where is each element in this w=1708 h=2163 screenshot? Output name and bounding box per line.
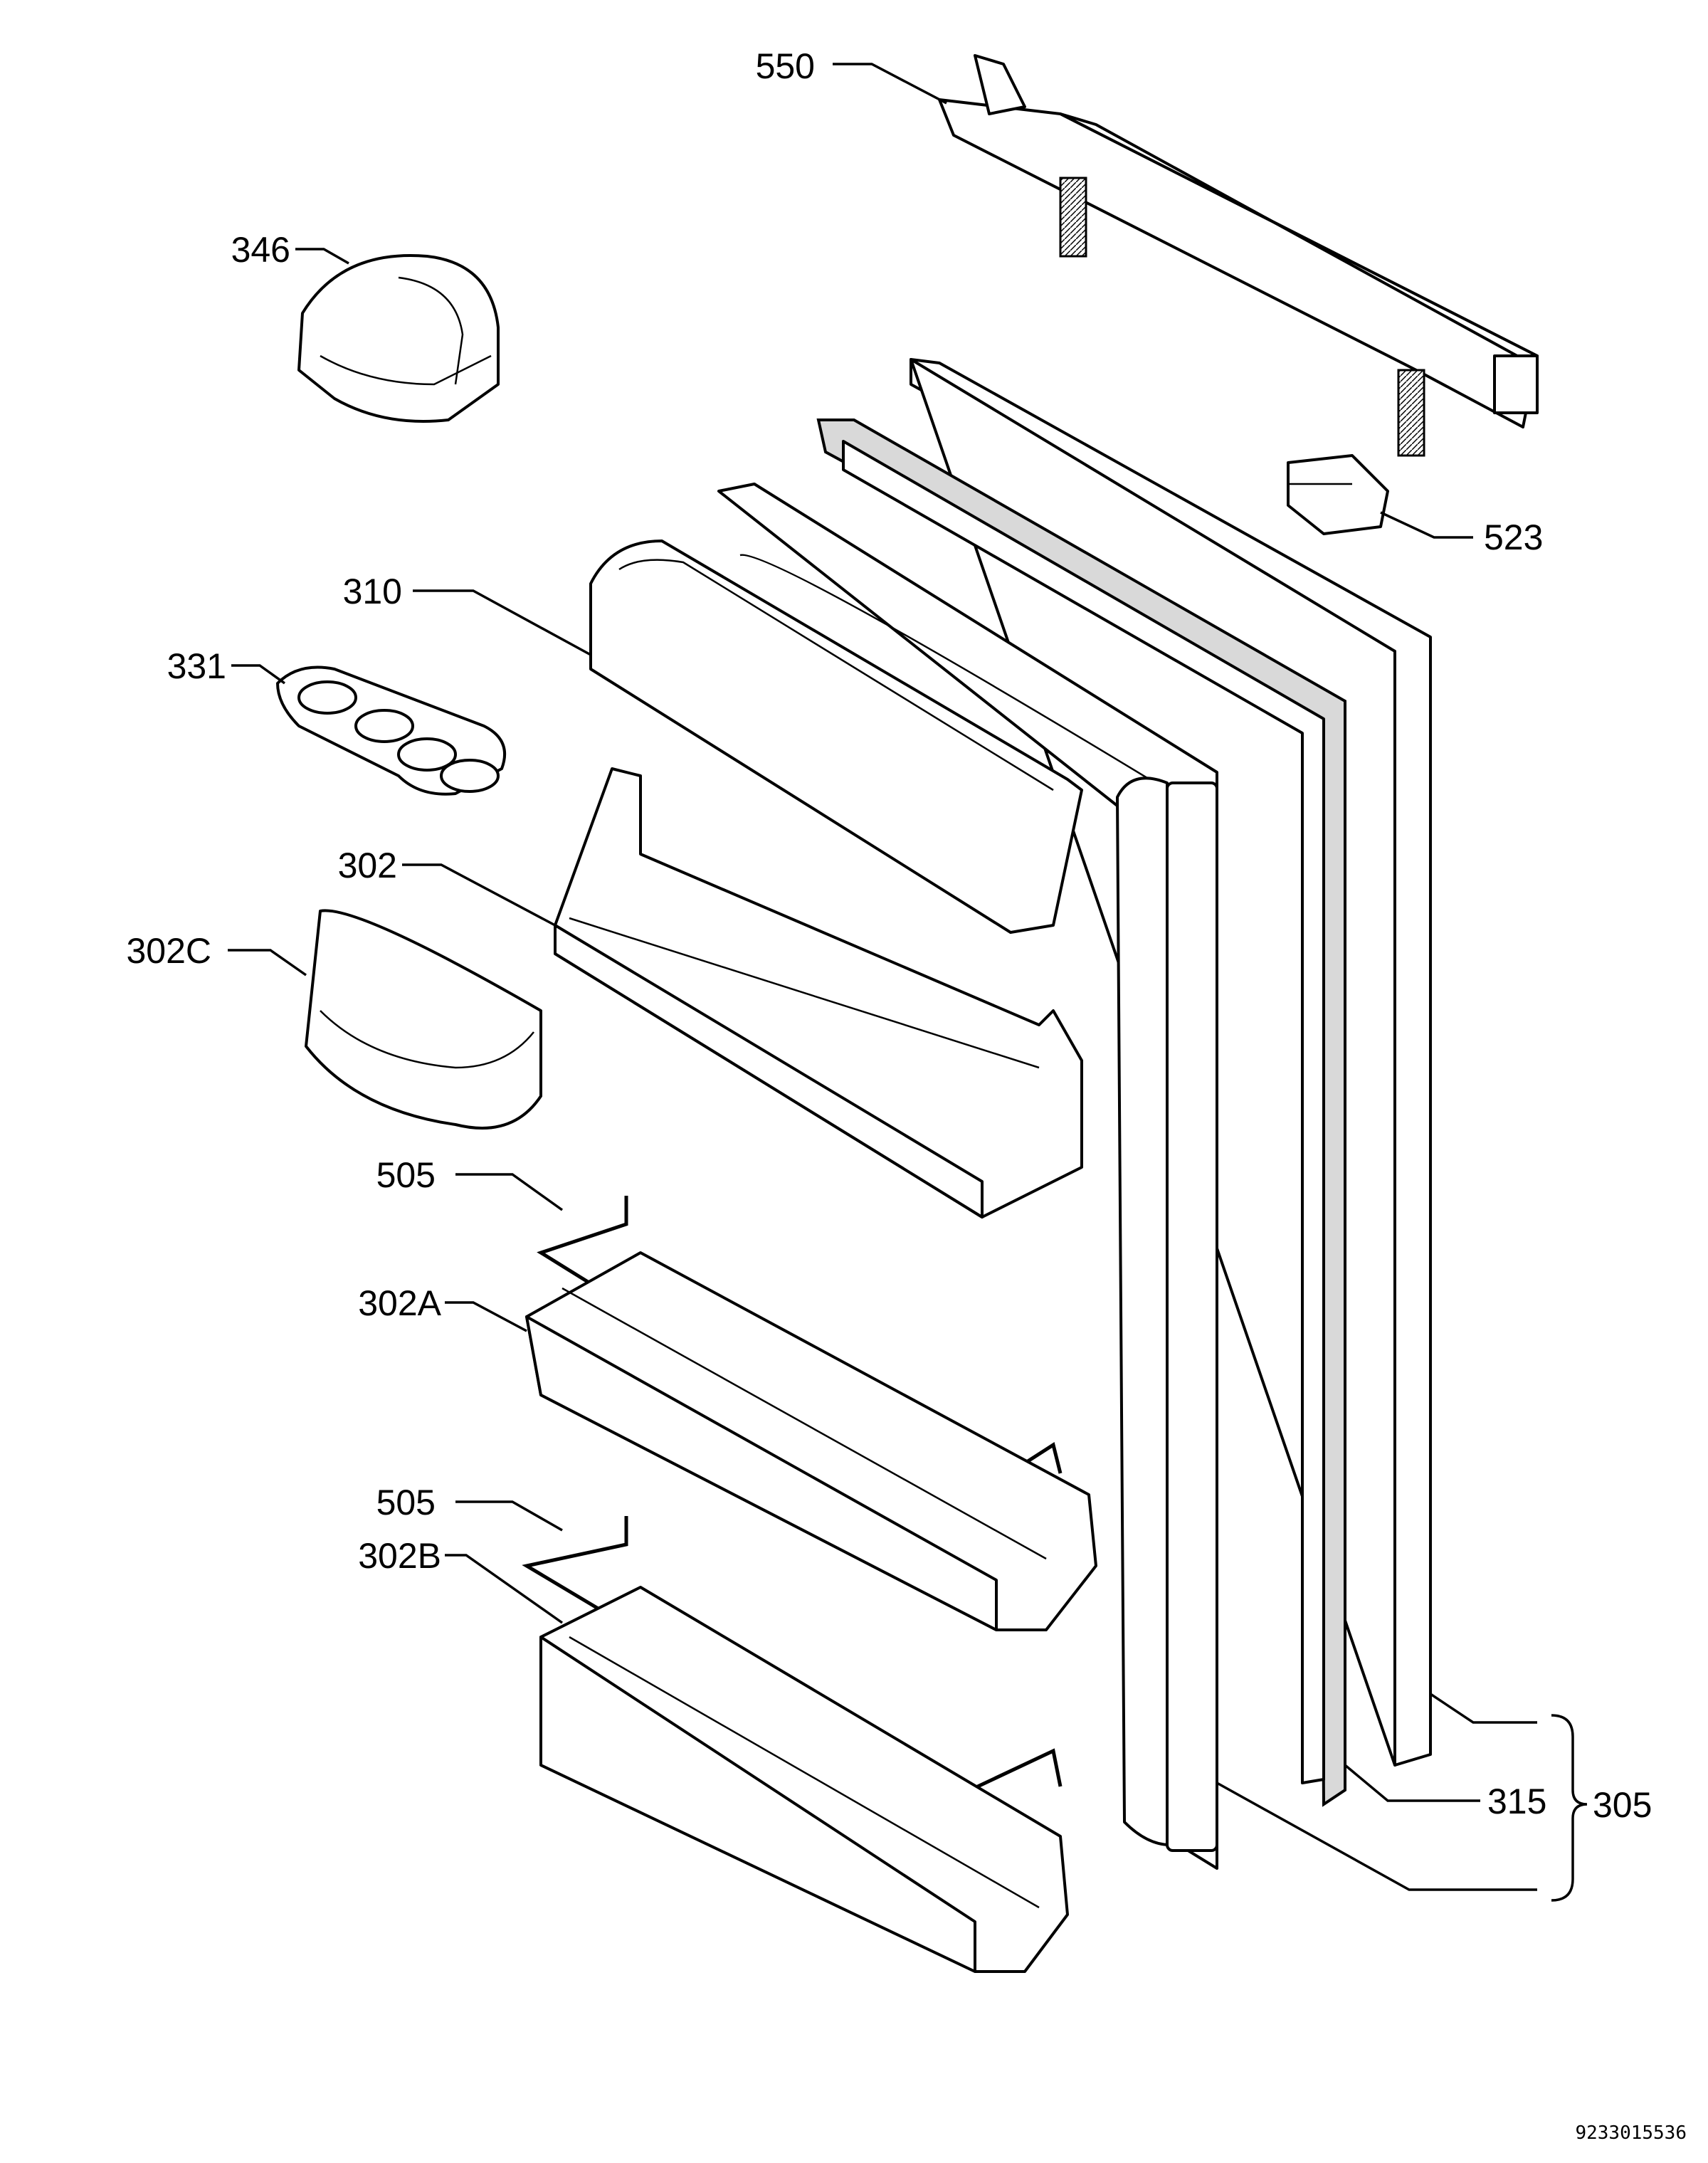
door-front-frame	[1116, 777, 1218, 1852]
label-523: 523	[1484, 517, 1543, 557]
label-505-lower: 505	[376, 1483, 436, 1522]
door-shelf-part-302b	[539, 1586, 1069, 1973]
label-505-upper: 505	[376, 1155, 436, 1195]
label-346: 346	[231, 230, 290, 270]
door-gasket-frame	[816, 419, 1346, 1807]
label-315: 315	[1487, 1782, 1546, 1821]
part-labels: 550 346 523 310 331 302 302C 505 302A 50…	[126, 46, 1687, 2144]
label-302: 302	[338, 846, 397, 885]
label-550: 550	[756, 46, 815, 86]
document-id: 9233015536	[1575, 2122, 1687, 2144]
label-302a: 302A	[358, 1283, 441, 1323]
egg-tray-part-331	[276, 665, 506, 796]
label-302c: 302C	[126, 931, 211, 971]
dairy-cover-part-346	[297, 254, 500, 423]
leader-lines	[228, 63, 1588, 1902]
label-331: 331	[167, 646, 226, 686]
label-305: 305	[1593, 1785, 1652, 1825]
label-310: 310	[343, 572, 402, 611]
label-302b: 302B	[358, 1536, 441, 1576]
corner-shelf-part-302c	[305, 909, 542, 1130]
clip-part-523	[1287, 454, 1389, 535]
hinge-bar-part-550	[938, 54, 1539, 457]
door-shelf-part-302	[554, 767, 1083, 1219]
shelf-cover-part-310	[589, 540, 1083, 934]
door-shelf-part-302a	[525, 1251, 1097, 1631]
